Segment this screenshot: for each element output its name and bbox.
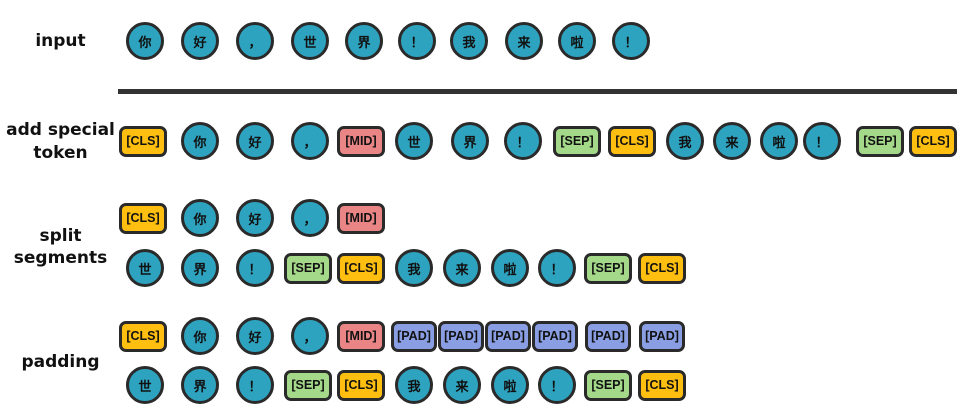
token-char: ！: [236, 366, 274, 404]
token-cls: [CLS]: [337, 369, 385, 401]
token-char: ，: [236, 22, 274, 60]
token-char: 你: [126, 22, 164, 60]
token-char: 界: [181, 366, 219, 404]
section-divider: [118, 89, 957, 94]
token-char: 我: [450, 22, 488, 60]
token-char: 世: [126, 366, 164, 404]
token-char: 我: [395, 249, 433, 287]
token-sep: [SEP]: [584, 369, 632, 401]
token-pad: [PAD]: [438, 320, 484, 352]
token-pad: [PAD]: [391, 320, 437, 352]
token-char: ！: [504, 122, 542, 160]
token-char: 界: [451, 122, 489, 160]
token-char: 好: [236, 199, 274, 237]
token-sep: [SEP]: [284, 369, 332, 401]
token-pad: [PAD]: [532, 320, 578, 352]
token-char: ，: [291, 199, 329, 237]
token-sep: [SEP]: [856, 125, 904, 157]
token-pad: [PAD]: [639, 320, 685, 352]
token-char: 啦: [558, 22, 596, 60]
label-split-line1: split: [39, 226, 82, 246]
token-sep: [SEP]: [284, 252, 332, 284]
token-mid: [MID]: [337, 125, 385, 157]
token-mid: [MID]: [337, 320, 385, 352]
token-char: 我: [666, 122, 704, 160]
token-cls: [CLS]: [119, 320, 167, 352]
token-char: 我: [395, 366, 433, 404]
token-char: 你: [181, 122, 219, 160]
token-char: 啦: [491, 249, 529, 287]
token-sep: [SEP]: [553, 125, 601, 157]
token-char: 世: [126, 249, 164, 287]
token-cls: [CLS]: [638, 252, 686, 284]
label-split-line2: segments: [13, 248, 108, 268]
token-char: ！: [612, 22, 650, 60]
token-char: ！: [236, 249, 274, 287]
label-padding: padding: [21, 352, 100, 372]
token-char: 好: [236, 122, 274, 160]
token-cls: [CLS]: [119, 125, 167, 157]
token-char: 世: [291, 22, 329, 60]
token-char: 你: [181, 317, 219, 355]
label-add-special-line2: token: [33, 143, 88, 163]
token-cls: [CLS]: [638, 369, 686, 401]
token-char: ！: [538, 249, 576, 287]
token-char: ，: [291, 317, 329, 355]
token-cls: [CLS]: [119, 202, 167, 234]
token-char: ！: [398, 22, 436, 60]
token-cls: [CLS]: [909, 125, 957, 157]
token-char: 来: [443, 366, 481, 404]
token-char: 界: [345, 22, 383, 60]
token-cls: [CLS]: [608, 125, 656, 157]
token-char: 你: [181, 199, 219, 237]
token-sep: [SEP]: [584, 252, 632, 284]
token-char: ！: [538, 366, 576, 404]
token-char: ！: [803, 122, 841, 160]
token-pad: [PAD]: [485, 320, 531, 352]
token-char: 界: [181, 249, 219, 287]
token-char: 好: [181, 22, 219, 60]
token-char: ，: [291, 122, 329, 160]
label-add-special-line1: add special: [6, 120, 115, 140]
token-char: 啦: [760, 122, 798, 160]
token-char: 来: [443, 249, 481, 287]
token-mid: [MID]: [337, 202, 385, 234]
token-char: 好: [236, 317, 274, 355]
token-pad: [PAD]: [585, 320, 631, 352]
token-char: 来: [505, 22, 543, 60]
token-cls: [CLS]: [337, 252, 385, 284]
token-char: 啦: [491, 366, 529, 404]
token-char: 世: [395, 122, 433, 160]
label-input: input: [35, 31, 86, 51]
token-char: 来: [713, 122, 751, 160]
